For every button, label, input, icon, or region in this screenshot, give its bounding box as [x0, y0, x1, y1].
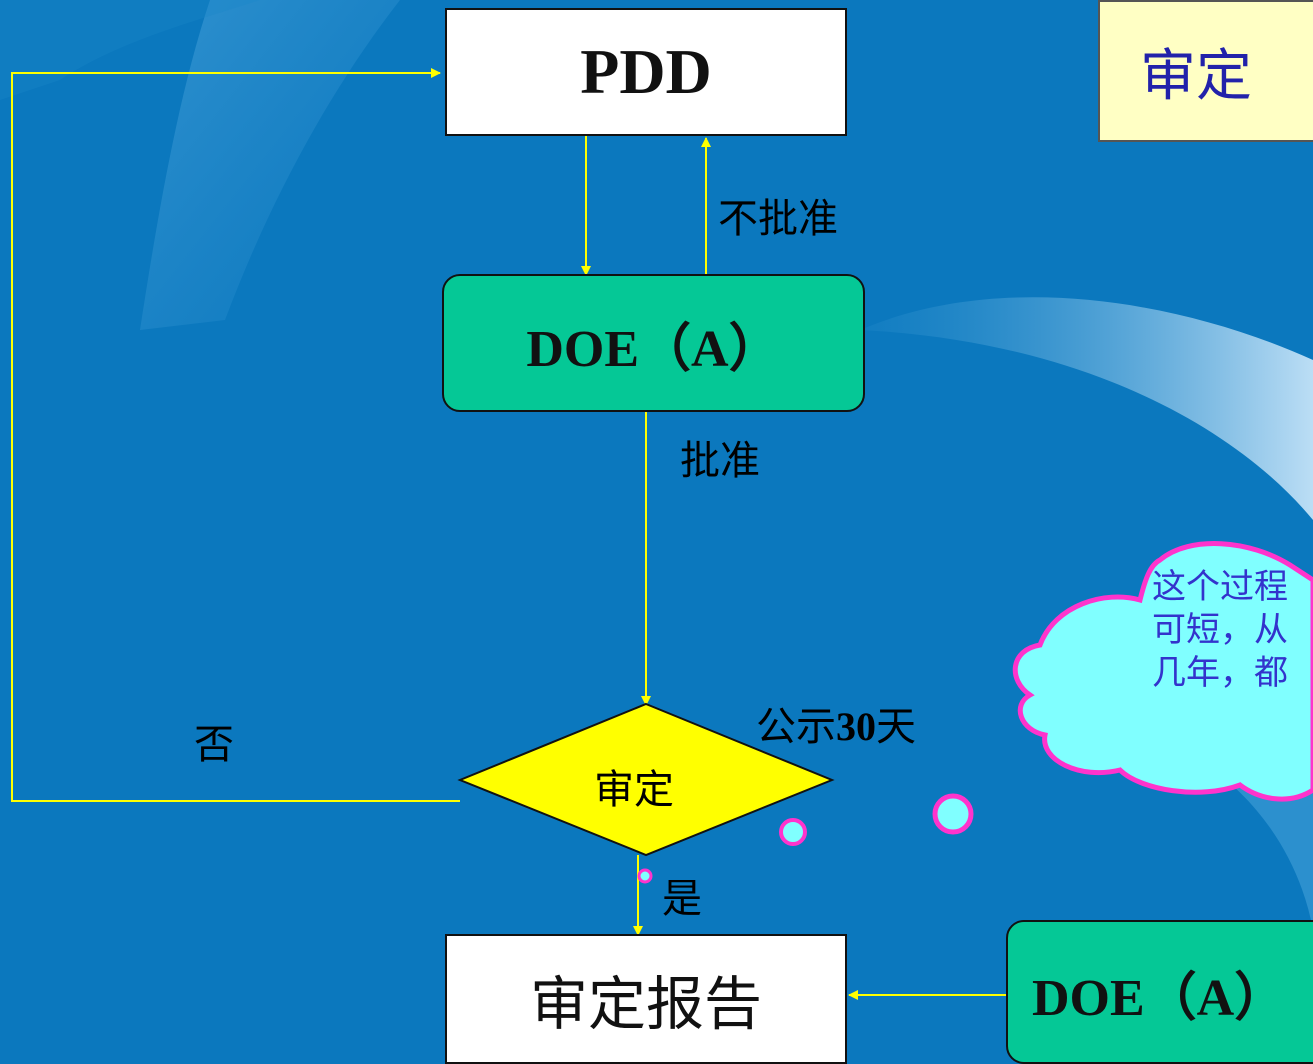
decision-label: 审定: [594, 767, 674, 813]
approve-label: 批准: [680, 438, 760, 484]
publicity-days: 30: [836, 704, 876, 749]
reject-label: 不批准: [718, 196, 838, 242]
doe-top-label: DOE（A）: [526, 320, 781, 378]
no-label: 否: [194, 722, 234, 768]
report-label: 审定报告: [529, 970, 762, 1038]
bg-swoosh-right: [860, 297, 1313, 520]
doe-top-node: DOE（A）: [442, 274, 865, 412]
decision-diamond: [457, 702, 835, 857]
report-node: 审定报告: [445, 934, 847, 1064]
title-text: 审定: [1140, 43, 1252, 109]
publicity-suffix: 天: [876, 704, 916, 750]
publicity-prefix: 公示: [756, 704, 836, 750]
publicity-label: 公示30天: [756, 694, 916, 752]
thought-cloud: [637, 541, 1313, 884]
bg-swoosh-left: [140, 0, 400, 330]
cloud-line-2: 可短，从: [1152, 610, 1288, 650]
pdd-label: PDD: [580, 36, 712, 107]
doe-bottom-label: DOE（A）: [1032, 969, 1287, 1027]
pdd-node: PDD: [445, 8, 847, 136]
doe-bottom-node: DOE（A）: [1006, 920, 1313, 1064]
cloud-text: 这个过程 可短，从 几年，都: [1152, 566, 1288, 695]
cloud-line-1: 这个过程: [1152, 567, 1288, 607]
thought-bubble-medium: [779, 818, 807, 846]
thought-bubble-large: [932, 793, 974, 835]
title-box: 审定: [1098, 0, 1313, 142]
arrow-no-loop-to-pdd: [11, 68, 460, 802]
yes-label: 是: [662, 876, 702, 922]
bg-swoosh-top: [0, 0, 260, 100]
cloud-line-3: 几年，都: [1152, 653, 1288, 693]
thought-bubble-small: [637, 868, 653, 884]
